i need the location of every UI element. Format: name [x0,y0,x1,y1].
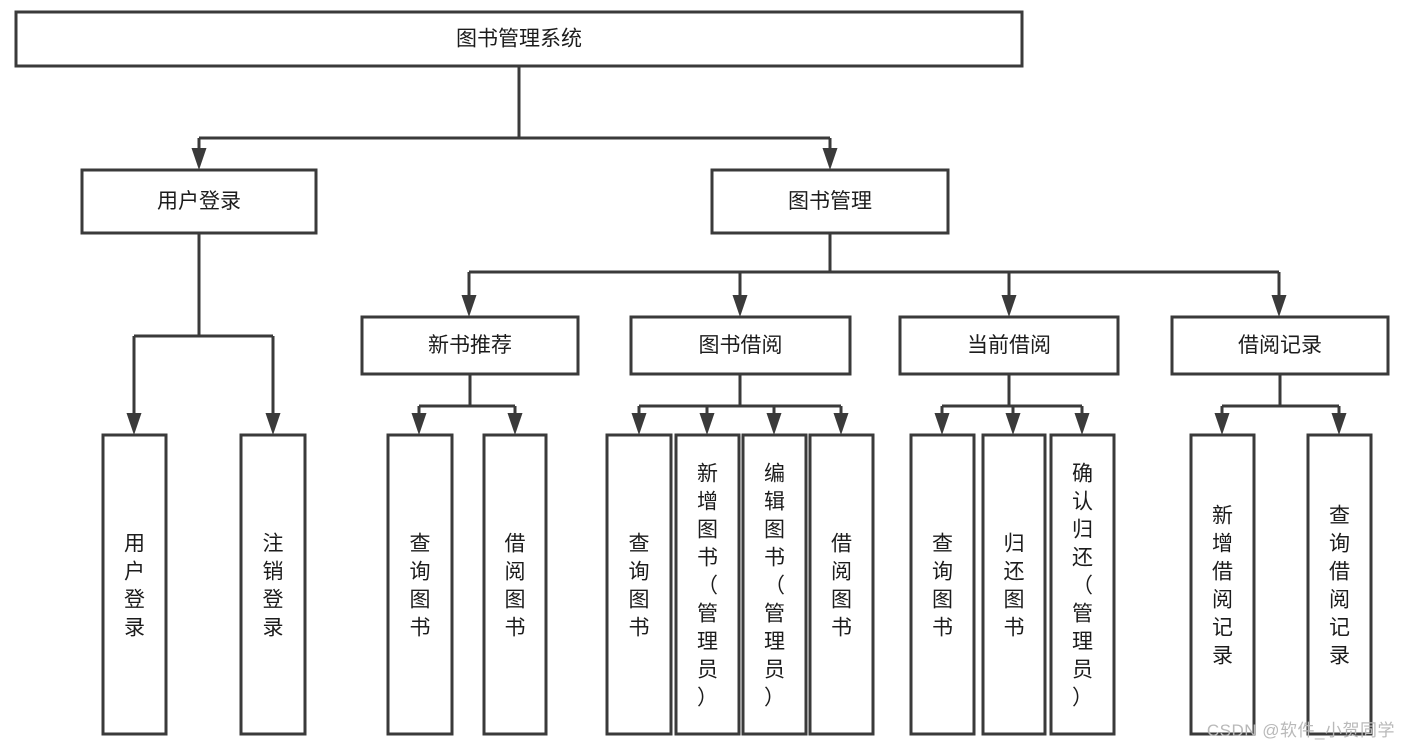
arrow-head-icon [833,413,849,435]
connector-book-management-to-level3 [461,233,1287,317]
arrow-head-icon [1331,413,1347,435]
arrow-head-icon [411,413,427,435]
node-user-login[interactable]: 用户登录 [80,168,318,235]
node-label-leaf-query-book-current: 查询图书 [932,532,953,639]
node-box-leaf-logout[interactable] [239,433,307,736]
node-current-borrow[interactable]: 当前借阅 [898,315,1120,376]
arrow-head-icon [732,295,748,317]
arrow-head-icon [766,413,782,435]
node-box-leaf-return-book[interactable] [981,433,1047,736]
node-label-leaf-return-book: 归还图书 [1004,532,1025,639]
arrow-head-icon [126,413,142,435]
node-leaf-add-record[interactable]: 新增借阅记录 [1189,433,1256,736]
node-box-leaf-borrow-book-rec[interactable] [482,433,548,736]
node-leaf-return-book[interactable]: 归还图书 [981,433,1047,736]
node-box-leaf-confirm-return[interactable] [1049,433,1116,736]
arrow-head-icon [1001,295,1017,317]
node-box-book-management[interactable] [710,168,950,235]
node-label-leaf-borrow-book: 借阅图书 [831,532,852,639]
node-leaf-borrow-book-rec[interactable]: 借阅图书 [482,433,548,736]
node-label-leaf-user-login: 用户登录 [124,532,145,639]
node-box-borrow-record[interactable] [1170,315,1390,376]
node-label-leaf-logout: 注销登录 [263,532,284,639]
csdn-watermark: CSDN @软件_小贺同学 [1206,721,1395,740]
node-leaf-logout[interactable]: 注销登录 [239,433,307,736]
node-label-leaf-add-record: 新增借阅记录 [1212,504,1233,667]
node-label-leaf-add-book: 新增图书（管理员） [697,462,718,709]
node-label-leaf-query-book-rec: 查询图书 [410,532,431,639]
node-box-root[interactable] [14,10,1024,68]
arrow-head-icon [699,413,715,435]
node-leaf-confirm-return[interactable]: 确认归还（管理员） [1049,433,1116,736]
arrow-head-icon [265,413,281,435]
node-label-leaf-borrow-book-rec: 借阅图书 [505,532,526,639]
node-label-leaf-confirm-return: 确认归还（管理员） [1072,462,1093,709]
node-label-root: 图书管理系统 [456,28,582,51]
node-box-leaf-query-book-rec[interactable] [386,433,454,736]
node-book-borrow[interactable]: 图书借阅 [629,315,852,376]
node-box-leaf-query-book-current[interactable] [909,433,976,736]
arrow-head-icon [191,148,207,170]
node-label-leaf-edit-book: 编辑图书（管理员） [764,462,785,709]
node-label-borrow-record: 借阅记录 [1238,334,1322,357]
arrow-head-icon [1005,413,1021,435]
node-label-book-borrow: 图书借阅 [699,334,783,357]
arrow-head-icon [934,413,950,435]
node-box-new-book-recommend[interactable] [360,315,580,376]
node-leaf-user-login[interactable]: 用户登录 [101,433,168,736]
node-box-user-login[interactable] [80,168,318,235]
node-layer: 图书管理系统用户登录图书管理新书推荐图书借阅当前借阅借阅记录用户登录注销登录查询… [14,10,1390,736]
node-box-leaf-add-book[interactable] [674,433,741,736]
node-label-leaf-query-record: 查询借阅记录 [1329,504,1350,667]
node-leaf-query-record[interactable]: 查询借阅记录 [1306,433,1373,736]
node-box-book-borrow[interactable] [629,315,852,376]
node-leaf-borrow-book[interactable]: 借阅图书 [808,433,875,736]
arrow-head-icon [631,413,647,435]
node-borrow-record[interactable]: 借阅记录 [1170,315,1390,376]
node-label-leaf-query-book-borrow: 查询图书 [629,532,650,639]
node-label-current-borrow: 当前借阅 [967,334,1051,357]
node-leaf-query-book-borrow[interactable]: 查询图书 [605,433,673,736]
node-leaf-query-book-current[interactable]: 查询图书 [909,433,976,736]
node-box-leaf-query-book-borrow[interactable] [605,433,673,736]
connector-current-borrow-to-leaves [934,374,1090,435]
connector-new-book-recommend-to-leaves [411,374,523,435]
arrow-head-icon [1074,413,1090,435]
node-leaf-query-book-rec[interactable]: 查询图书 [386,433,454,736]
node-leaf-add-book[interactable]: 新增图书（管理员） [674,433,741,736]
node-box-leaf-borrow-book[interactable] [808,433,875,736]
node-box-leaf-edit-book[interactable] [741,433,808,736]
arrow-head-icon [1214,413,1230,435]
node-box-leaf-user-login[interactable] [101,433,168,736]
node-leaf-edit-book[interactable]: 编辑图书（管理员） [741,433,808,736]
arrow-head-icon [461,295,477,317]
connector-root-to-level2 [191,66,838,170]
node-box-leaf-query-record[interactable] [1306,433,1373,736]
arrow-head-icon [822,148,838,170]
connector-borrow-record-to-leaves [1214,374,1347,435]
connector-user-login-to-leaves [126,233,281,435]
node-root[interactable]: 图书管理系统 [14,10,1024,68]
node-label-user-login: 用户登录 [157,190,241,213]
node-box-current-borrow[interactable] [898,315,1120,376]
node-label-new-book-recommend: 新书推荐 [428,334,512,357]
connector-layer [126,66,1347,435]
node-box-leaf-add-record[interactable] [1189,433,1256,736]
arrow-head-icon [1271,295,1287,317]
node-new-book-recommend[interactable]: 新书推荐 [360,315,580,376]
node-book-management[interactable]: 图书管理 [710,168,950,235]
node-label-book-management: 图书管理 [788,190,872,213]
arrow-head-icon [507,413,523,435]
connector-book-borrow-to-leaves [631,374,849,435]
